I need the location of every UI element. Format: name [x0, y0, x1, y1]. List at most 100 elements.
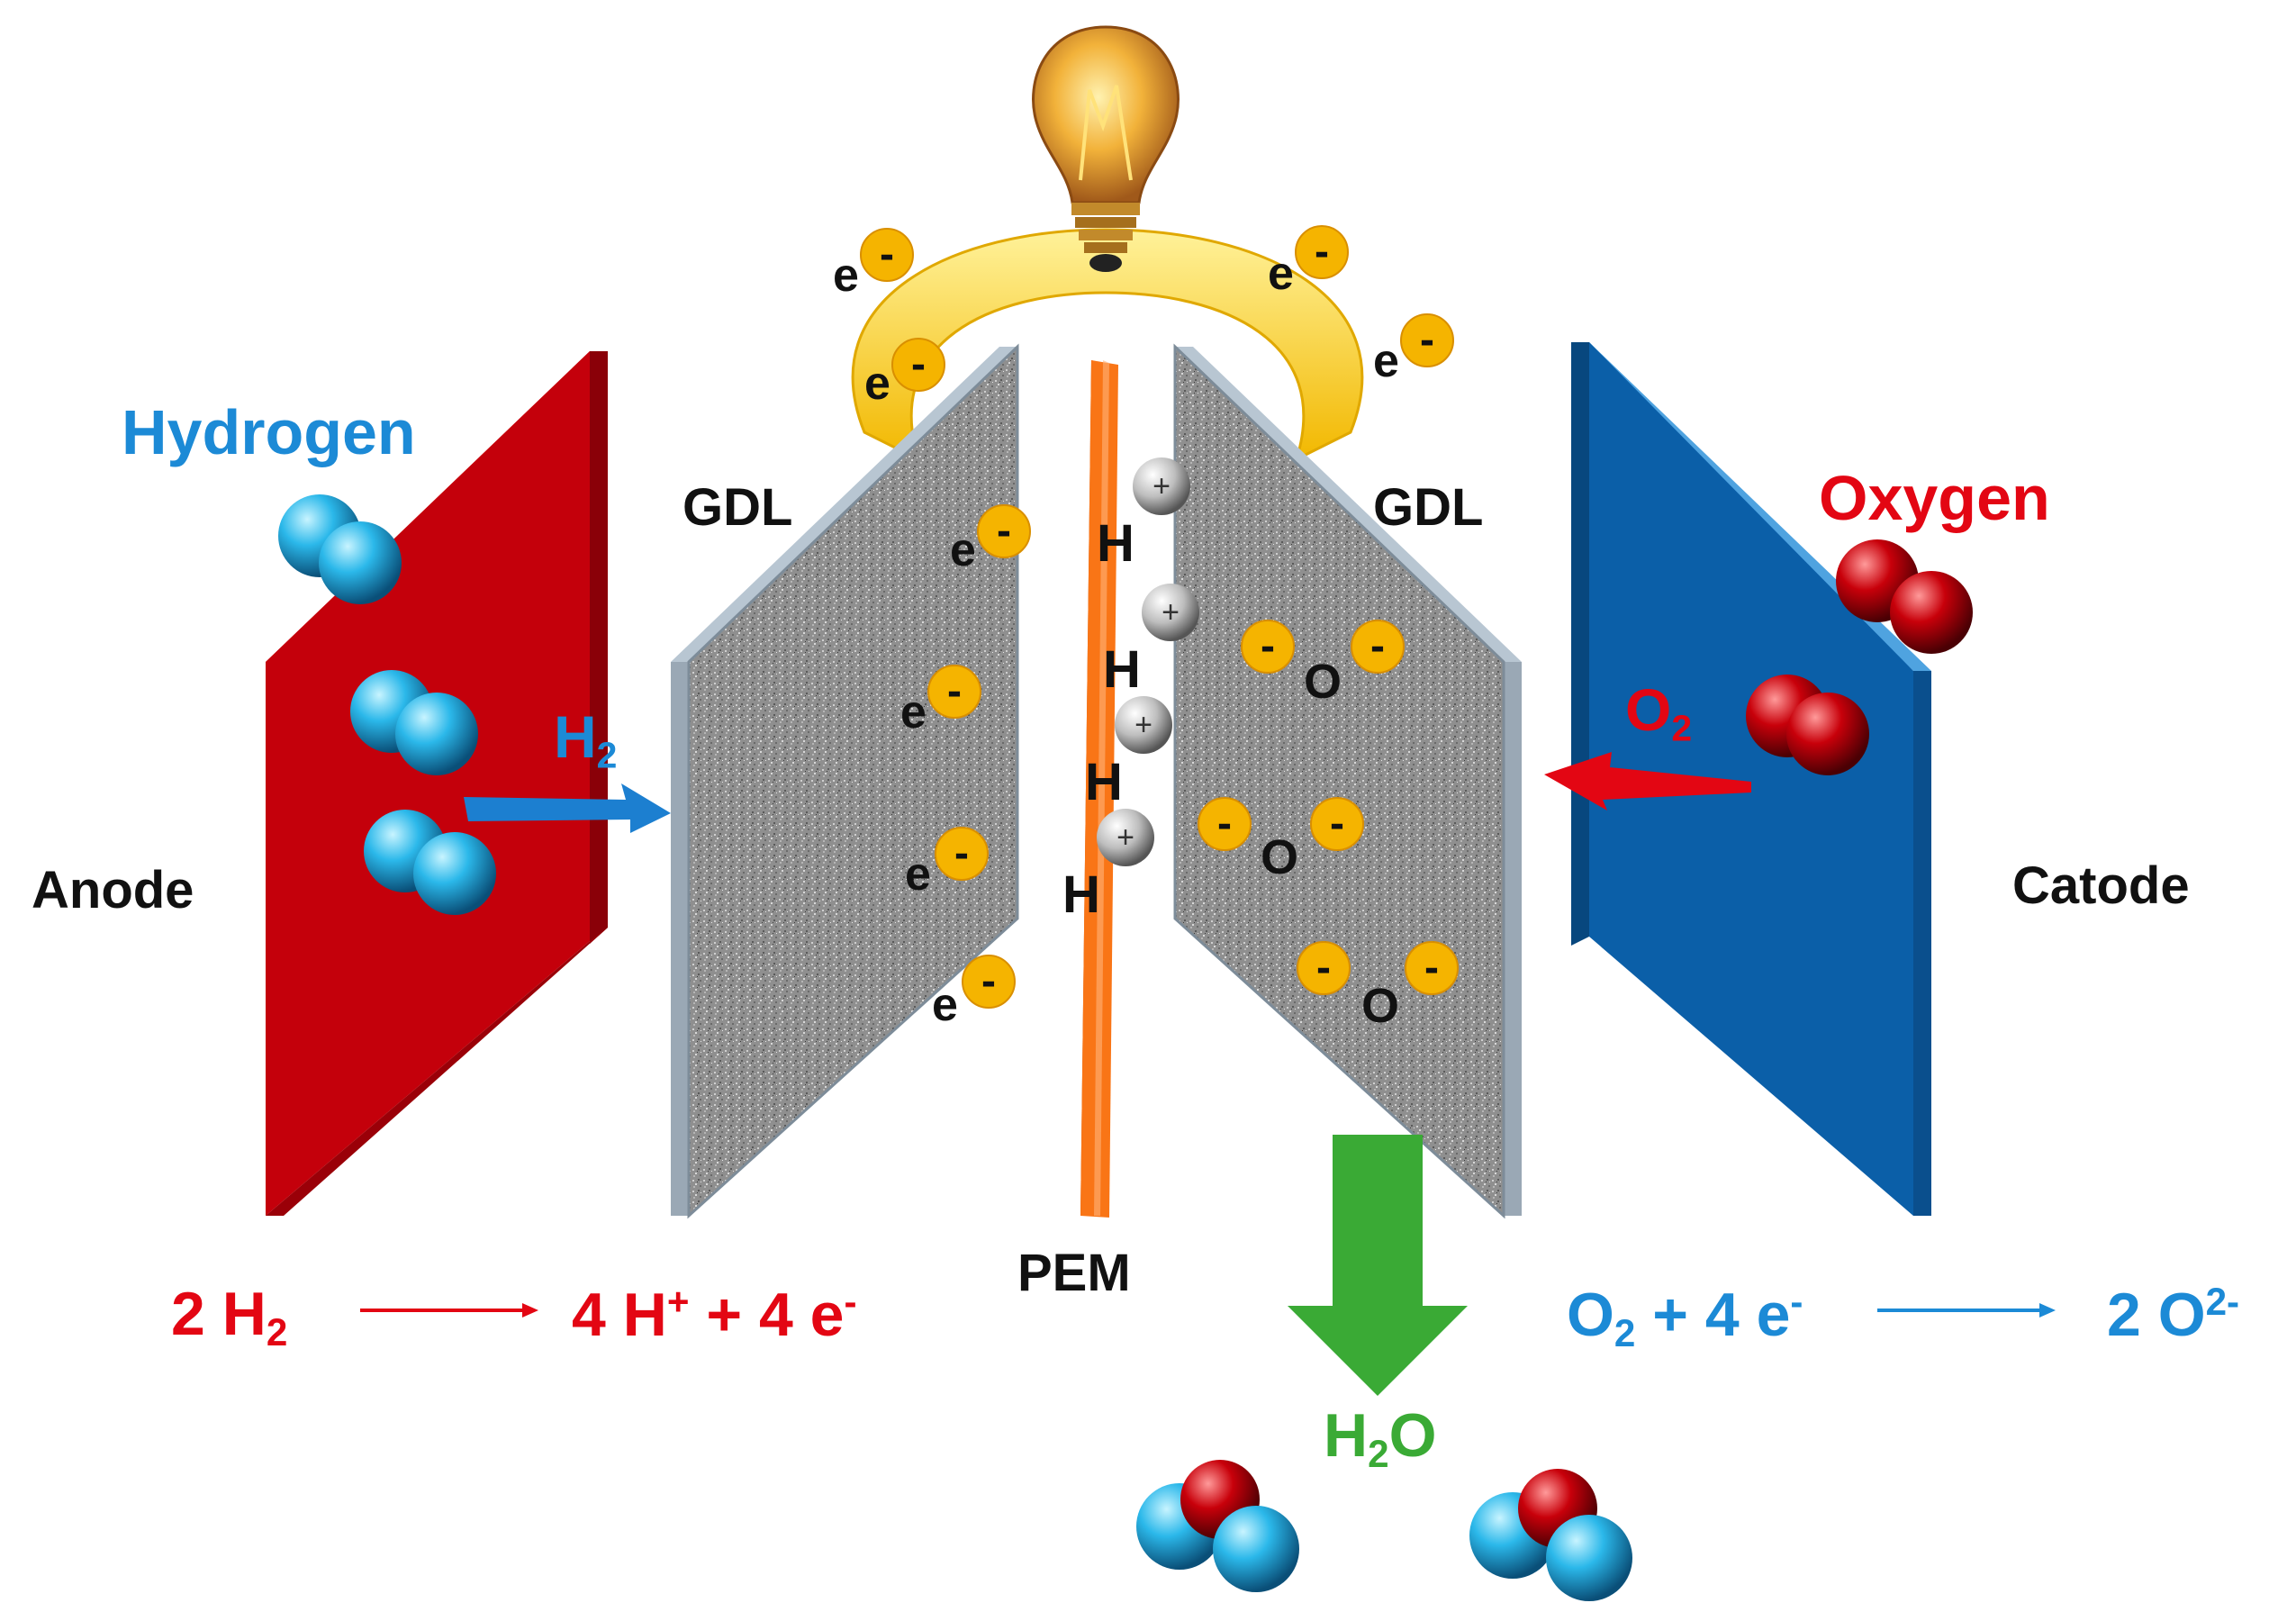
electron: - [1241, 620, 1295, 674]
anode-eq-rhs-part2: + 4 e [689, 1281, 845, 1350]
minus-sign: - [997, 507, 1011, 555]
cathode-eq-lhs-sup: - [1790, 1281, 1803, 1323]
electron: - [1400, 313, 1454, 367]
electron: - [962, 955, 1016, 1009]
anode-eq-rhs-sup2: - [844, 1281, 857, 1323]
electron: - [860, 228, 914, 282]
electron: - [935, 827, 989, 881]
anode-eq-lhs-coef: 2 H [171, 1280, 267, 1348]
oxygen-ion-label: O [1261, 830, 1299, 884]
pem-membrane [1080, 360, 1118, 1218]
minus-sign: - [911, 340, 926, 388]
h2-flow-base: H [554, 703, 597, 770]
electron: - [1405, 941, 1459, 995]
o2-molecule [1746, 675, 1869, 775]
minus-sign: - [947, 667, 962, 715]
water-base1: H [1324, 1401, 1369, 1470]
plus-sign: + [1153, 469, 1171, 503]
minus-sign: - [1330, 800, 1344, 847]
oxygen-ion-label: O [1361, 979, 1400, 1033]
electron-label: e [932, 979, 958, 1031]
minus-sign: - [1217, 800, 1232, 847]
water-molecule [1469, 1469, 1632, 1601]
minus-sign: - [1261, 622, 1275, 670]
electron: - [1351, 620, 1405, 674]
external-circuit [851, 228, 1364, 462]
electron-label: e [864, 358, 890, 410]
minus-sign: - [1315, 228, 1329, 276]
plus-sign: + [1134, 708, 1153, 742]
h2-flow-sub: 2 [596, 734, 618, 776]
electron: - [927, 665, 981, 719]
gdl-left [671, 343, 1019, 1219]
anode-equation-lhs: 2 H2 [171, 1283, 287, 1352]
anode-plate [266, 351, 608, 1216]
proton: + [1115, 696, 1172, 754]
cathode-eq-rhs-sup: 2- [2205, 1281, 2240, 1323]
water-arrow [1288, 1135, 1468, 1396]
proton: + [1142, 584, 1199, 641]
oxygen-label: Oxygen [1819, 463, 2050, 533]
electron: - [1198, 797, 1252, 851]
proton-label: H [1085, 753, 1123, 811]
minus-sign: - [1424, 944, 1439, 992]
o2-flow-label: O2 [1625, 680, 1692, 747]
cathode-equation-rhs: 2 O2- [2107, 1281, 2240, 1345]
minus-sign: - [1316, 944, 1331, 992]
electron: - [1295, 225, 1349, 279]
gdl-left-label: GDL [682, 478, 793, 537]
minus-sign: - [1420, 316, 1434, 364]
electron-label: e [1373, 335, 1399, 387]
electron: - [977, 504, 1031, 558]
anode-label: Anode [32, 861, 194, 919]
minus-sign: - [954, 829, 969, 877]
h2-molecule [364, 810, 496, 915]
anode-equation-rhs: 4 H+ + 4 e- [572, 1281, 857, 1345]
electron: - [891, 338, 945, 392]
anode-eq-rhs-sup1: + [666, 1281, 690, 1323]
h2-flow-arrow [464, 783, 671, 833]
hydrogen-label: Hydrogen [122, 397, 416, 467]
proton-label: H [1062, 865, 1100, 924]
water-molecule [1136, 1460, 1299, 1592]
plus-sign: + [1162, 595, 1180, 629]
anode-eq-lhs-sub: 2 [266, 1310, 288, 1354]
electron-label: e [950, 524, 976, 576]
cathode-eq-lhs-sub: 2 [1614, 1311, 1636, 1354]
cathode-eq-lhs-part2: + 4 e [1635, 1281, 1791, 1350]
cathode-eq-rhs-part1: 2 O [2107, 1281, 2206, 1350]
anode-equation-arrow [360, 1303, 538, 1318]
electron-label: e [905, 848, 931, 901]
proton: + [1133, 457, 1190, 515]
cathode-eq-lhs-part1: O [1567, 1281, 1614, 1350]
h2-molecule [278, 494, 402, 604]
electron-label: e [1268, 248, 1294, 300]
minus-sign: - [981, 957, 996, 1005]
h2-flow-label: H2 [554, 707, 617, 774]
water-base2: O [1388, 1401, 1437, 1470]
gdl-right [1173, 343, 1522, 1219]
water-sub: 2 [1368, 1432, 1389, 1475]
anode-eq-rhs-part1: 4 H [572, 1281, 667, 1350]
electron: - [1297, 941, 1351, 995]
proton: + [1097, 809, 1154, 866]
proton-label: H [1103, 640, 1141, 699]
catode-label: Catode [2012, 856, 2190, 915]
cathode-equation-lhs: O2 + 4 e- [1567, 1281, 1803, 1354]
oxygen-ion-label: O [1304, 655, 1342, 709]
o2-flow-sub: 2 [1671, 707, 1693, 749]
pem-label: PEM [1017, 1244, 1131, 1302]
electrons: - - - - - - - - - - - - - - [860, 225, 1459, 1009]
minus-sign: - [1370, 622, 1385, 670]
cathode-equation-arrow [1877, 1303, 2056, 1318]
o2-flow-base: O [1625, 676, 1672, 743]
proton-label: H [1097, 514, 1134, 573]
h2-molecule [350, 670, 478, 775]
electron-label: e [900, 686, 927, 738]
light-bulb-icon [1032, 25, 1180, 272]
o2-flow-arrow [1544, 752, 1751, 810]
o2-molecule [1836, 539, 1973, 654]
plus-sign: + [1116, 820, 1134, 855]
gdl-right-label: GDL [1373, 478, 1484, 537]
